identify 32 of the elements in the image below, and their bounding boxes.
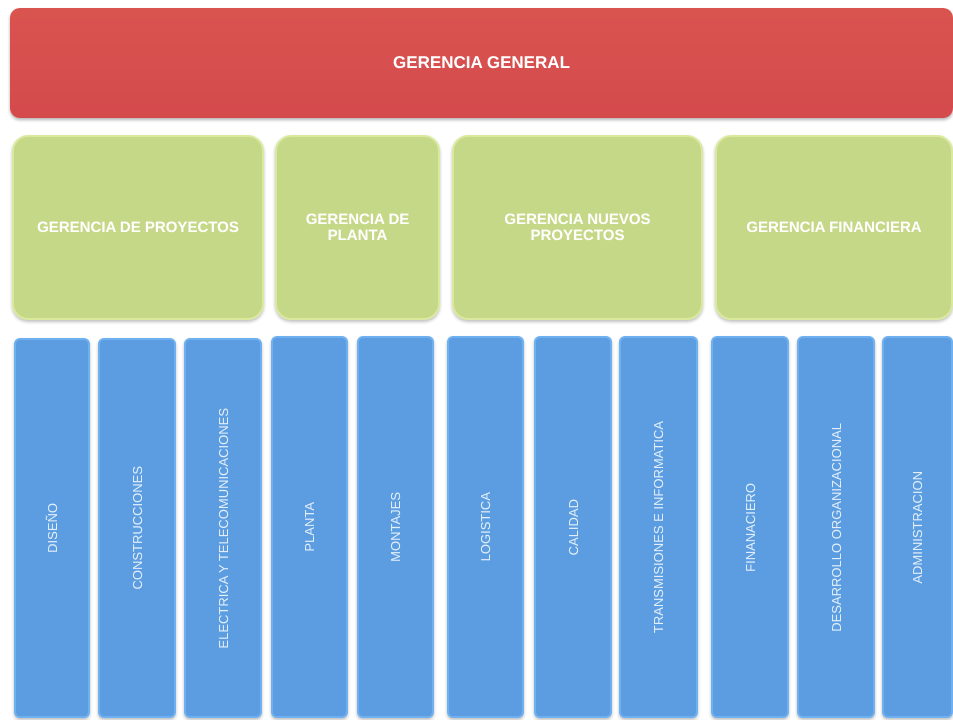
- node-label: CALIDAD: [566, 498, 580, 556]
- node-label: FINANACIERO: [742, 482, 758, 572]
- section-bar: [14, 338, 90, 718]
- section-bar: [357, 336, 434, 718]
- node-label: CONSTRUCCIONES: [130, 466, 144, 590]
- node-label: ELECTRICA Y TELECOMUNICACIONES: [216, 408, 230, 648]
- section-bar: [619, 336, 698, 718]
- section-bar: [271, 336, 348, 718]
- section-bar: [447, 336, 524, 718]
- node-label: TRANSMISIONES E INFORMATICA: [651, 420, 666, 634]
- node-label: GERENCIA NUEVOS PROYECTOS: [503, 212, 652, 244]
- section-bar: [711, 336, 789, 718]
- node-label: DISEÑO: [44, 503, 60, 553]
- department-box: [452, 135, 703, 320]
- node-label: PLANTA: [302, 502, 317, 552]
- section-bar: [797, 336, 875, 718]
- section-bar: [184, 338, 262, 718]
- section-bar: [882, 336, 953, 718]
- department-box: [12, 135, 264, 320]
- node-label: LOGISTICA: [478, 492, 493, 562]
- section-bar: [534, 336, 612, 718]
- node-label: GERENCIA DE PROYECTOS: [37, 220, 239, 236]
- node-label: GERENCIA GENERAL: [393, 53, 570, 73]
- department-box: [715, 135, 953, 320]
- node-label: DESARROLLO ORGANIZACIONAL: [828, 422, 844, 632]
- department-box: [275, 135, 440, 320]
- node-label: MONTAJES: [388, 492, 403, 562]
- section-bar: [98, 338, 176, 718]
- node-label: GERENCIA FINANCIERA: [746, 220, 922, 236]
- node-label: ADMINISTRACION: [910, 470, 925, 584]
- header-box: [10, 8, 953, 118]
- node-label: GERENCIA DE PLANTA: [304, 212, 410, 244]
